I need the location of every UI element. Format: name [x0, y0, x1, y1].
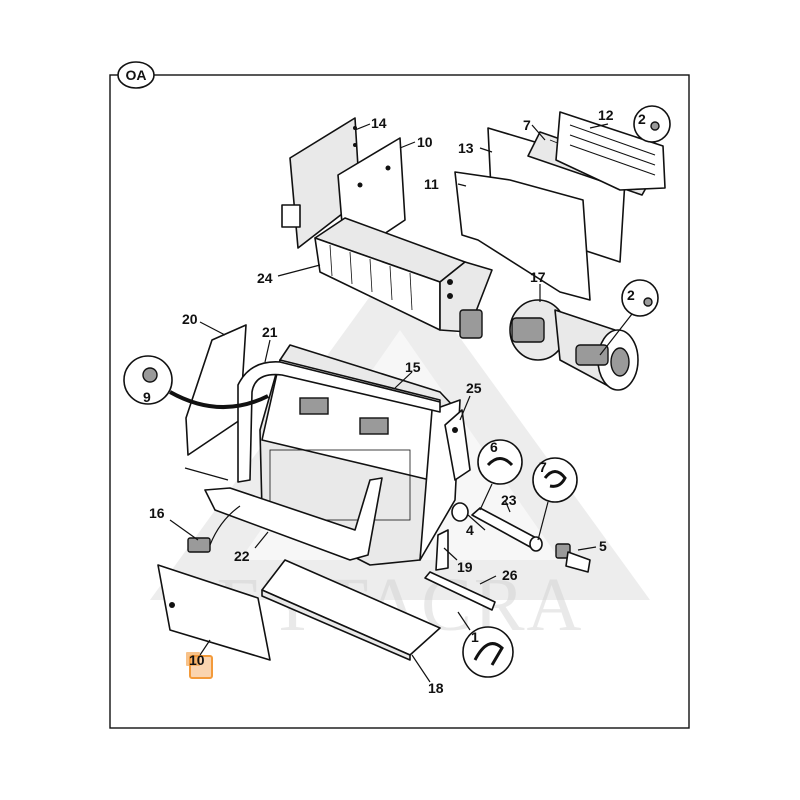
callout-4: 5	[599, 538, 607, 554]
detail-circle-5	[477, 439, 523, 511]
part-11-plate[interactable]	[454, 171, 591, 301]
callout-18: 18	[428, 680, 444, 696]
callout-1: 1	[471, 629, 479, 645]
callout-7: 7	[523, 117, 531, 133]
callout-25: 25	[466, 380, 482, 396]
callout-19: 19	[457, 559, 473, 575]
callout-11: 11	[424, 176, 439, 192]
part-3-plug[interactable]	[451, 502, 469, 522]
callout-6: 7	[539, 459, 547, 475]
callout-17: 17	[530, 269, 546, 285]
section-label: OA	[126, 67, 147, 83]
callout-8: 9	[143, 389, 151, 405]
callout-15: 15	[405, 359, 421, 375]
callout-12: 12	[598, 107, 614, 123]
callout-2b: 2	[627, 287, 635, 303]
detail-circle-2a	[633, 105, 671, 143]
callout-13: 13	[458, 140, 474, 156]
part-17-blower[interactable]	[509, 299, 639, 391]
callout-21: 21	[262, 324, 278, 340]
part-20-gasket[interactable]	[185, 324, 247, 456]
callout-10: 10	[417, 134, 433, 150]
detail-circle-6	[532, 457, 578, 541]
section-badge: OA	[117, 61, 155, 89]
callout-16: 16	[149, 505, 165, 521]
detail-circle-2b	[599, 279, 659, 356]
part-21-frame[interactable]	[237, 361, 441, 483]
callout-3: 4	[466, 522, 474, 538]
callout-20: 20	[182, 311, 198, 327]
callout-9-highlight[interactable]: 10	[186, 652, 213, 679]
part-23-tube[interactable]	[471, 507, 543, 552]
part-25-bracket[interactable]	[444, 409, 471, 481]
detail-circle-1	[457, 611, 514, 678]
callout-22: 22	[234, 548, 250, 564]
part-16-connector[interactable]	[187, 505, 241, 553]
callout-2a: 2	[638, 111, 646, 127]
part-22-bottom-frame[interactable]	[184, 467, 383, 561]
diagram-frame	[109, 74, 690, 729]
callout-23: 23	[501, 492, 517, 508]
part-4-fitting[interactable]	[555, 543, 591, 573]
part-26-rod[interactable]	[424, 571, 496, 611]
part-9-cover[interactable]	[157, 564, 271, 661]
part-24-heater-core[interactable]	[314, 217, 493, 339]
part-18-floor-plate[interactable]	[261, 559, 441, 661]
detail-circle-8	[123, 355, 269, 410]
callout-9: 10	[189, 652, 205, 668]
callout-5: 6	[490, 439, 498, 455]
callout-labels: 14 10 13 11 7 12 2 24 17 2 20 21 15 9 25…	[143, 107, 646, 696]
callout-14: 14	[371, 115, 387, 131]
callout-24: 24	[257, 270, 273, 286]
callout-26: 26	[502, 567, 518, 583]
leader-lines	[169, 123, 609, 683]
part-19-clip[interactable]	[435, 529, 449, 571]
